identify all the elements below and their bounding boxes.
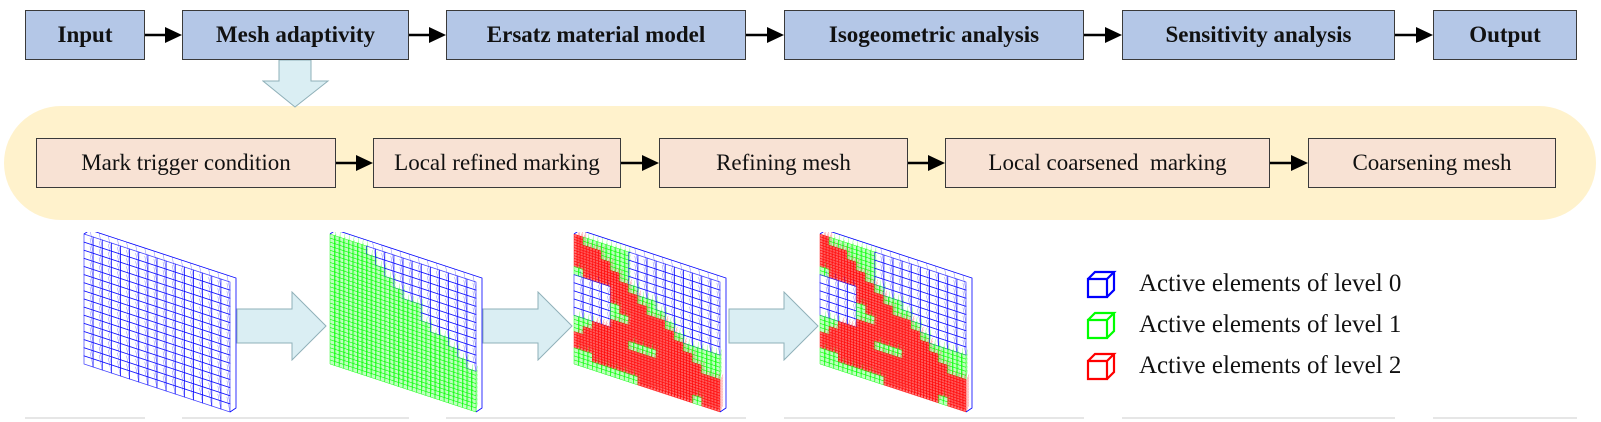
flow-arrow-icon xyxy=(1084,25,1122,45)
down-block-arrow-icon xyxy=(262,60,330,108)
step-sensitivity-analysis: Sensitivity analysis xyxy=(1122,10,1395,60)
mesh-stage-initial xyxy=(82,232,242,422)
divider xyxy=(1433,417,1577,419)
legend-item-level-0: Active elements of level 0 xyxy=(1085,266,1401,302)
substep-label: Local refined marking xyxy=(394,150,600,176)
legend-item-level-2: Active elements of level 2 xyxy=(1085,348,1401,384)
mesh-element xyxy=(157,380,166,391)
substep-label: Local coarsened marking xyxy=(988,150,1226,176)
mesh-element xyxy=(93,359,102,370)
substep-label: Refining mesh xyxy=(716,150,851,176)
right-block-arrow-icon xyxy=(236,291,328,361)
divider xyxy=(25,417,145,419)
flow-arrow-icon xyxy=(908,153,945,173)
mesh-element xyxy=(175,386,184,397)
mesh-element xyxy=(184,389,193,400)
cube-icon xyxy=(1085,350,1117,382)
cube-icon xyxy=(1085,309,1117,341)
mesh-element xyxy=(130,371,139,382)
step-label: Isogeometric analysis xyxy=(829,22,1039,48)
flow-arrow-icon xyxy=(1270,153,1308,173)
right-block-arrow-icon xyxy=(482,291,574,361)
flow-arrow-icon xyxy=(1395,25,1433,45)
flow-arrow-icon xyxy=(409,25,446,45)
step-label: Input xyxy=(58,22,113,48)
step-isogeometric-analysis: Isogeometric analysis xyxy=(784,10,1084,60)
mesh-element xyxy=(148,377,157,388)
mesh-stage-refined-level-1 xyxy=(328,232,488,422)
step-label: Mesh adaptivity xyxy=(216,22,375,48)
mesh-element xyxy=(212,398,221,409)
mesh-element xyxy=(221,401,230,412)
substep-refining-mesh: Refining mesh xyxy=(659,138,908,188)
mesh-stage-coarsened xyxy=(818,232,978,422)
substep-coarsening-mesh: Coarsening mesh xyxy=(1308,138,1556,188)
divider xyxy=(446,417,746,419)
step-label: Sensitivity analysis xyxy=(1166,22,1352,48)
legend-label: Active elements of level 0 xyxy=(1139,270,1401,298)
mesh-element xyxy=(203,395,212,406)
flow-arrow-icon xyxy=(621,153,659,173)
substep-local-refined-marking: Local refined marking xyxy=(373,138,621,188)
legend-label: Active elements of level 2 xyxy=(1139,352,1401,380)
right-block-arrow-icon xyxy=(728,291,820,361)
flow-arrow-icon xyxy=(746,25,784,45)
divider xyxy=(182,417,409,419)
step-label: Output xyxy=(1469,22,1541,48)
mesh-element xyxy=(194,392,203,403)
mesh-element xyxy=(121,368,130,379)
mesh-element xyxy=(166,383,175,394)
substep-mark-trigger-condition: Mark trigger condition xyxy=(36,138,336,188)
legend-label: Active elements of level 1 xyxy=(1139,311,1401,339)
divider xyxy=(1122,417,1395,419)
step-ersatz-material-model: Ersatz material model xyxy=(446,10,746,60)
step-output: Output xyxy=(1433,10,1577,60)
cube-icon xyxy=(1085,268,1117,300)
step-label: Ersatz material model xyxy=(487,22,705,48)
flow-arrow-icon xyxy=(145,25,182,45)
mesh-stage-refined-level-2 xyxy=(572,232,732,422)
substep-label: Mark trigger condition xyxy=(81,150,291,176)
step-input: Input xyxy=(25,10,145,60)
mesh-element xyxy=(139,374,148,385)
divider xyxy=(784,417,1084,419)
step-mesh-adaptivity: Mesh adaptivity xyxy=(182,10,409,60)
substep-label: Coarsening mesh xyxy=(1352,150,1511,176)
mesh-element xyxy=(84,356,93,367)
substep-local-coarsened-marking: Local coarsened marking xyxy=(945,138,1270,188)
mesh-element xyxy=(111,365,120,376)
legend-item-level-1: Active elements of level 1 xyxy=(1085,307,1401,343)
mesh-element xyxy=(102,362,111,373)
flow-arrow-icon xyxy=(336,153,373,173)
